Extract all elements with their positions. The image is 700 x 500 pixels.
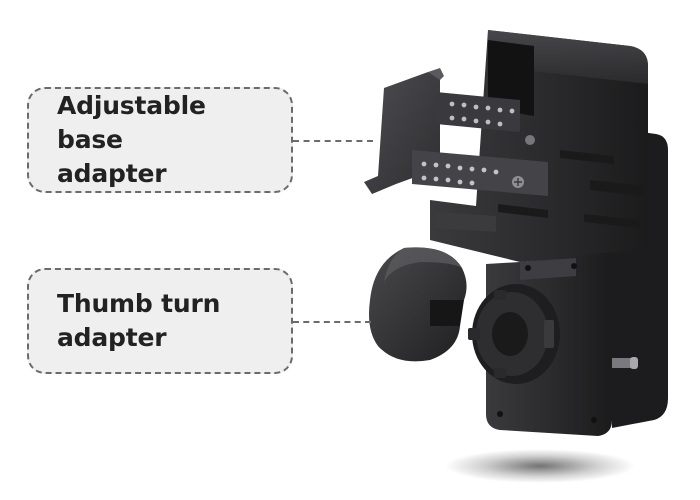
housing-groove [498, 204, 548, 218]
housing-ledge [436, 212, 496, 232]
upper-housing [430, 30, 648, 262]
callout-thumb-turn-adapter-label: Thumb turn adapter [57, 289, 221, 352]
housing-groove [560, 150, 614, 164]
bracket-screw [525, 135, 535, 145]
drive-gear-hub [492, 312, 528, 356]
housing-opening [488, 40, 534, 116]
plate-tab [428, 68, 444, 80]
callout-base-adapter-label: Adjustable base adapter [57, 91, 206, 188]
housing-groove [590, 180, 644, 196]
spindle-shaft [605, 358, 637, 368]
screw-hole [497, 411, 503, 417]
gear-tooth [544, 320, 554, 348]
rail-holes-upper [449, 101, 515, 127]
gear-tooth [468, 328, 480, 340]
gear-tooth [494, 290, 506, 300]
screw-hole [591, 417, 597, 423]
thumb-turn-adapter-top [384, 247, 462, 282]
gear-tooth [494, 368, 506, 378]
screw-hole [525, 265, 531, 271]
housing-groove [584, 214, 640, 228]
screw-slot [514, 178, 522, 186]
rail-holes-lower [421, 161, 499, 186]
screw-hole [571, 263, 577, 269]
spindle-tip [630, 357, 638, 369]
thumb-turn-adapter-slot [430, 300, 464, 326]
thumb-turn-adapter [369, 247, 467, 362]
leader-line-thumb-turn-adapter [293, 321, 371, 323]
callout-base-adapter: Adjustable base adapter [27, 87, 293, 193]
callout-thumb-turn-adapter: Thumb turn adapter [27, 268, 293, 374]
floor-shadow [445, 449, 635, 483]
drive-housing-bevel [520, 258, 576, 280]
leader-line-base-adapter [293, 140, 373, 142]
